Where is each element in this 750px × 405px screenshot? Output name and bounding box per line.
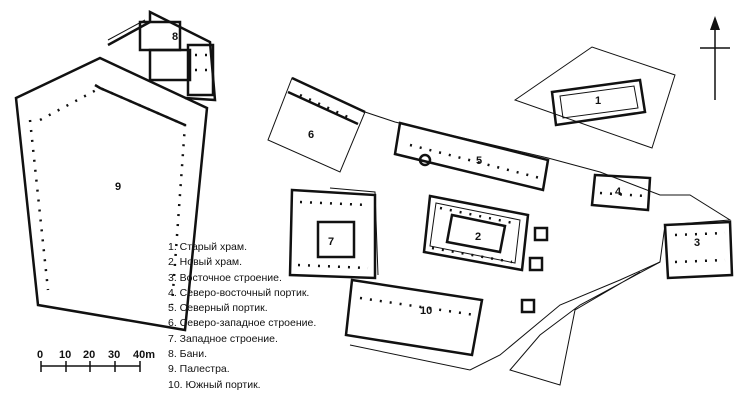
building-number-2: 2	[475, 231, 481, 243]
building-number-9: 9	[115, 181, 121, 193]
legend-item: 7. Западное строение.	[168, 332, 278, 345]
building-3-east-building: 3	[663, 220, 734, 280]
building-number-4: 4	[615, 186, 622, 198]
building-8-baths: 8	[107, 9, 217, 102]
legend: 1. Старый храм. 2. Новый храм. 3. Восточ…	[168, 240, 316, 393]
scale-tick-40: 40m	[133, 349, 155, 361]
building-2-new-temple: 2	[422, 194, 549, 272]
building-number-7: 7	[328, 236, 334, 248]
building-number-3: 3	[694, 237, 700, 249]
building-number-6: 6	[308, 129, 314, 141]
scale-tick-20: 20	[83, 349, 95, 361]
legend-item: 10. Южный портик.	[168, 378, 261, 391]
building-4-northeast-portico: 4	[590, 173, 652, 212]
scale-tick-30: 30	[108, 349, 120, 361]
legend-item: 1. Старый храм.	[168, 241, 248, 253]
legend-item: 9. Палестра.	[168, 363, 230, 376]
building-number-10: 10	[420, 305, 432, 317]
legend-item: 3. Восточное строение.	[168, 271, 282, 284]
scale-bar: 0 10 20 30 40m	[37, 349, 155, 372]
building-1-old-temple: 1	[513, 46, 676, 149]
building-6-northwest: 6	[267, 76, 366, 173]
legend-item: 2. Новый храм.	[168, 256, 243, 269]
legend-item: 6. Северо-западное строение.	[168, 317, 317, 330]
building-number-1: 1	[595, 95, 601, 107]
building-10-south-portico: 10	[344, 278, 536, 357]
legend-item: 5. Северный портик.	[168, 302, 268, 315]
north-arrow-icon	[700, 16, 730, 100]
scale-tick-10: 10	[59, 349, 71, 361]
building-number-5: 5	[476, 155, 482, 167]
building-9-palestra: 9	[14, 56, 209, 332]
scale-tick-0: 0	[37, 349, 43, 361]
building-number-8: 8	[172, 31, 178, 43]
building-5-north-portico: 5	[393, 121, 550, 192]
legend-item: 8. Бани.	[168, 348, 207, 361]
legend-item: 4. Северо-восточный портик.	[168, 286, 310, 299]
building-7-west-building: 7	[288, 187, 379, 280]
